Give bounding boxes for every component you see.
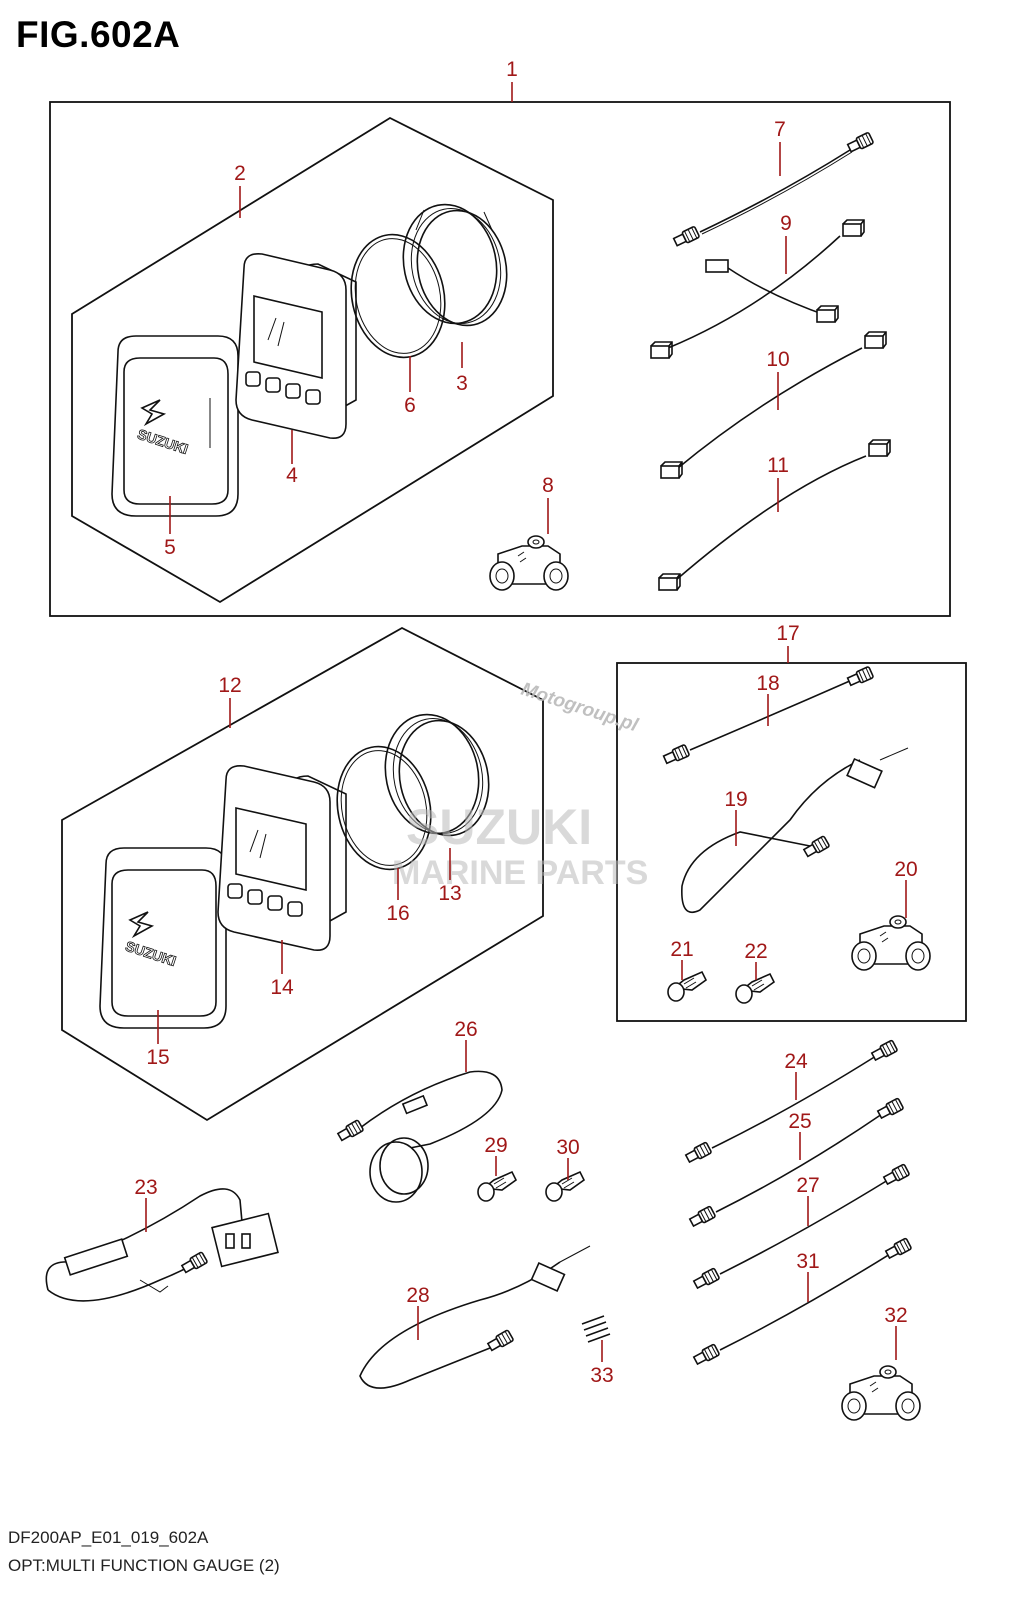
- callout-8: 8: [542, 474, 554, 497]
- callout-28: 28: [406, 1284, 429, 1307]
- callout-11: 11: [767, 454, 789, 477]
- s-logo-icon: [140, 399, 167, 427]
- callout-12: 12: [218, 674, 241, 697]
- figure-code: DF200AP_E01_019_602A: [8, 1528, 209, 1547]
- harness-9: [650, 219, 865, 359]
- callout-27: 27: [796, 1174, 819, 1197]
- callout-18: 18: [756, 672, 779, 695]
- callout-25: 25: [788, 1110, 811, 1133]
- kit-box-upper: [49, 101, 951, 617]
- harness-18: [661, 665, 875, 766]
- callout-31: 31: [796, 1250, 819, 1273]
- callout-3: 3: [456, 372, 468, 395]
- ring-nut-upper: [402, 203, 508, 327]
- tee-connector-32: [841, 1365, 921, 1421]
- callout-24: 24: [784, 1050, 808, 1073]
- callout-9: 9: [780, 212, 792, 235]
- harness-10: [660, 331, 887, 479]
- gauge-subbox-upper: [71, 116, 554, 604]
- cable-23: [45, 1188, 279, 1302]
- callout-30: 30: [556, 1136, 579, 1159]
- callout-19: 19: [724, 788, 747, 811]
- callout-20: 20: [894, 858, 917, 881]
- callout-16: 16: [386, 902, 409, 925]
- kit-box-17: [616, 662, 967, 1022]
- harness-11: [658, 439, 891, 591]
- leader-lines: [145, 82, 907, 1362]
- harness-7: [671, 131, 875, 249]
- callout-29: 29: [484, 1134, 507, 1157]
- callouts: 1 2 3 4 5 6 7 8 9 10 11 12 13 14 15 16 1…: [134, 58, 917, 1387]
- callout-23: 23: [134, 1176, 157, 1199]
- callout-17: 17: [776, 622, 799, 645]
- figure-title: FIG.602A: [16, 14, 181, 55]
- harness-31: [692, 1237, 913, 1367]
- gauge-body-upper: [235, 252, 357, 440]
- callout-26: 26: [454, 1018, 477, 1041]
- callout-21: 21: [670, 938, 693, 961]
- bezel-upper: SUZUKI: [111, 335, 239, 517]
- callout-33: 33: [590, 1364, 613, 1387]
- tee-connector-8: [489, 535, 569, 591]
- harness-25: [688, 1097, 905, 1229]
- harness-27: [692, 1163, 911, 1291]
- o-ring-lower: [336, 745, 432, 871]
- callout-22: 22: [744, 940, 767, 963]
- callout-10: 10: [766, 348, 789, 371]
- gauge-subbox-lower: [61, 626, 544, 1122]
- harness-24: [684, 1039, 899, 1165]
- sensor-cable-19: [681, 747, 909, 914]
- callout-4: 4: [286, 464, 298, 487]
- watermark-brand: SUZUKI: [406, 799, 592, 855]
- gauge-body-lower: [217, 764, 347, 952]
- watermark-brand-sub: MARINE PARTS: [392, 854, 648, 892]
- callout-32: 32: [884, 1304, 907, 1327]
- terminator-21: [667, 971, 707, 1002]
- ring-nut-lower: [384, 713, 490, 837]
- callout-14: 14: [270, 976, 294, 999]
- terminator-22: [735, 973, 775, 1004]
- callout-2: 2: [234, 162, 246, 185]
- callout-6: 6: [404, 394, 416, 417]
- bezel-lower: SUZUKI: [99, 847, 227, 1029]
- callout-13: 13: [438, 882, 461, 905]
- callout-1: 1: [506, 58, 518, 81]
- spring-33: [581, 1315, 611, 1343]
- sensor-cable-28: [359, 1245, 591, 1389]
- watermark-site: Motogroup.pl: [518, 679, 641, 737]
- tee-connector-20: [851, 915, 931, 971]
- cable-26: [336, 1070, 503, 1203]
- figure-caption: OPT:MULTI FUNCTION GAUGE (2): [8, 1556, 280, 1575]
- terminator-29: [477, 1171, 517, 1202]
- callout-15: 15: [146, 1046, 169, 1069]
- terminator-30: [545, 1171, 585, 1202]
- callout-5: 5: [164, 536, 176, 559]
- o-ring-upper: [350, 233, 446, 359]
- callout-7: 7: [774, 118, 786, 141]
